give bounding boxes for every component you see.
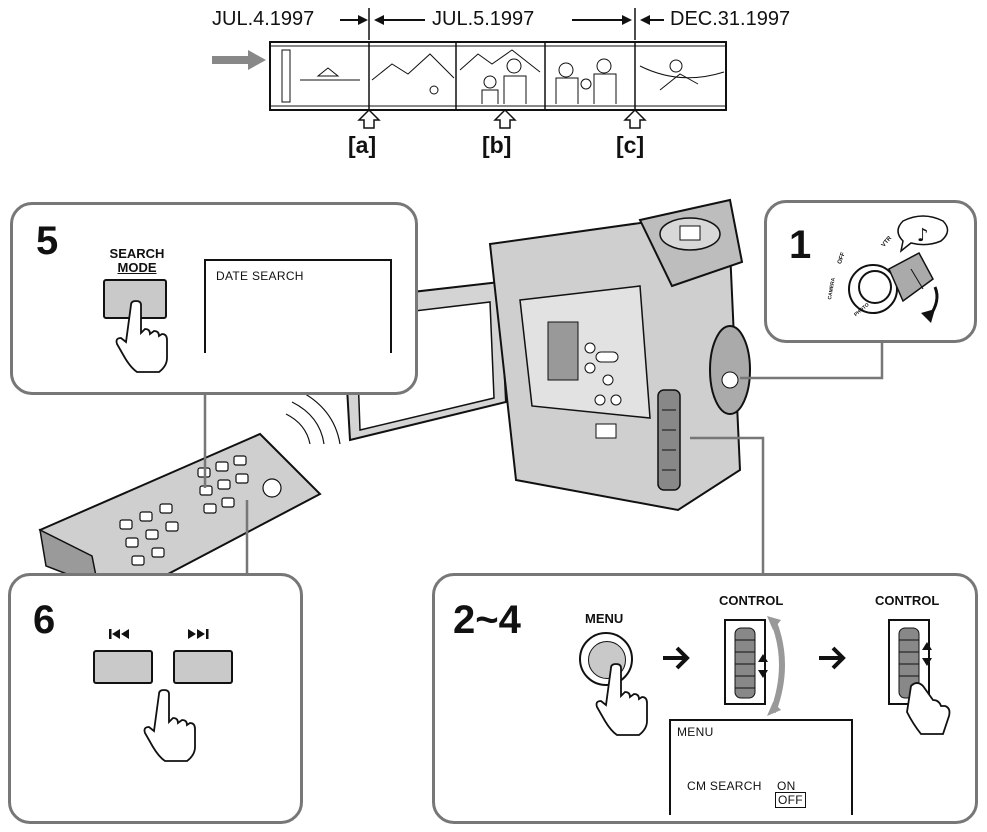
date-jul-5: JUL.5.1997	[432, 8, 535, 30]
search-mode-label-line1: SEARCH	[109, 246, 165, 261]
step-2-4-panel: 2~4 MENU CONTROL CONTROL MENU CM SEARCH …	[432, 573, 978, 824]
pointing-hand-icon	[115, 300, 168, 373]
point-b-label: [b]	[482, 132, 512, 158]
control-label-2: CONTROL	[875, 593, 940, 608]
arrow-right-icon	[663, 646, 690, 670]
step-2-4-number: 2~4	[453, 598, 521, 642]
step-1-panel: 1 ♪ OFF VTR CAMERA PHOTO	[764, 200, 977, 343]
svg-text:♪: ♪	[917, 225, 929, 246]
cm-search-on: ON	[777, 779, 796, 793]
step-1-number: 1	[789, 223, 812, 267]
skip-previous-icon	[109, 629, 129, 639]
control-dial-pressed[interactable]	[881, 616, 971, 736]
cm-search-off-selected: OFF	[775, 792, 806, 808]
point-a-label: [a]	[348, 132, 377, 158]
pointing-hand-icon	[143, 689, 196, 762]
control-dial[interactable]	[717, 616, 797, 726]
arrow-right-icon	[819, 646, 846, 670]
step-5-panel: 5 SEARCH MODE DATE SEARCH	[10, 202, 418, 395]
viewfinder-screen: DATE SEARCH	[204, 259, 392, 353]
date-search-text: DATE SEARCH	[216, 269, 304, 283]
step-5-number: 5	[36, 219, 59, 263]
menu-label: MENU	[585, 611, 624, 626]
skip-next-button[interactable]	[173, 650, 233, 684]
power-switch-dial[interactable]: ♪	[833, 213, 973, 333]
skip-previous-button[interactable]	[93, 650, 153, 684]
search-mode-label-line2: MODE	[117, 260, 157, 275]
date-dec-31: DEC.31.1997	[670, 8, 791, 30]
timeline-arrows	[212, 8, 727, 129]
menu-screen-title: MENU	[677, 725, 714, 739]
pointing-hand-icon	[595, 663, 648, 736]
step-6-panel: 6	[8, 573, 303, 824]
search-mode-label: SEARCH MODE	[101, 247, 173, 275]
step-6-number: 6	[33, 598, 56, 642]
control-label-1: CONTROL	[719, 593, 784, 608]
menu-button[interactable]	[579, 632, 633, 686]
skip-next-icon	[188, 629, 209, 639]
cm-search-label: CM SEARCH	[687, 779, 762, 793]
date-jul-4: JUL.4.1997	[212, 8, 315, 30]
menu-screen: MENU CM SEARCH ON OFF	[669, 719, 853, 815]
point-c-label: [c]	[616, 132, 645, 158]
